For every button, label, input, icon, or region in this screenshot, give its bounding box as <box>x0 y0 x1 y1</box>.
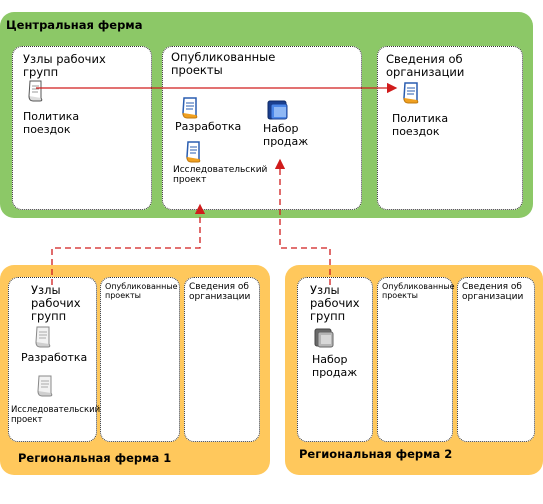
central-workgroup-nodes-title: Узлы рабочих групп <box>23 52 106 80</box>
central-farm-title: Центральная ферма <box>6 18 143 32</box>
r1-workgroup-nodes-title: Узлы рабочих групп <box>31 283 81 324</box>
regional-farm-2-title: Региональная ферма 2 <box>299 447 453 461</box>
regional-farm-1-title: Региональная ферма 1 <box>18 451 172 465</box>
r2-published-projects-title: Опубликованные проекты <box>382 282 455 301</box>
r1-published-projects-title: Опубликованные проекты <box>105 282 178 301</box>
central-sales-label: Набор продаж <box>263 122 309 148</box>
r2-sales-folder-icon <box>314 328 334 348</box>
r2-sales-label: Набор продаж <box>312 353 358 379</box>
r1-dev-label: Разработка <box>21 351 88 364</box>
central-research-label: Исследовательский проект <box>173 165 268 186</box>
published-dev-document-icon <box>182 97 198 119</box>
r2-org-info-title: Сведения об организации <box>462 282 524 303</box>
published-sales-folder-icon <box>267 100 288 120</box>
central-org-info-panel: Сведения об организации Политика поездок <box>377 46 523 210</box>
r1-org-info-title: Сведения об организации <box>189 282 251 303</box>
central-policy-document-icon <box>28 80 43 102</box>
r2-workgroup-nodes-title: Узлы рабочих групп <box>310 283 360 324</box>
r1-research-document-icon <box>37 375 53 397</box>
central-workgroup-nodes-panel: Узлы рабочих групп Политика поездок <box>12 46 152 210</box>
r1-dev-document-icon <box>35 326 51 348</box>
r2-org-info-panel: Сведения об организации <box>457 277 535 442</box>
r2-published-projects-panel: Опубликованные проекты <box>377 277 455 442</box>
org-travel-policy-label: Политика поездок <box>392 112 449 138</box>
r1-workgroup-nodes-panel: Узлы рабочих групп Разработка Исследоват… <box>8 277 101 442</box>
central-org-info-title: Сведения об организации <box>386 52 465 80</box>
published-research-document-icon <box>186 141 201 163</box>
central-travel-policy-label: Политика поездок <box>23 110 80 136</box>
central-published-projects-title: Опубликованные проекты <box>171 50 276 78</box>
r1-research-label: Исследовательский проект <box>11 405 101 425</box>
org-policy-document-icon <box>403 82 419 104</box>
r1-published-projects-panel: Опубликованные проекты <box>100 277 180 442</box>
r1-org-info-panel: Сведения об организации <box>184 277 260 442</box>
central-published-projects-panel: Опубликованные проекты Разработка Набор … <box>162 46 362 210</box>
central-dev-label: Разработка <box>175 120 242 133</box>
r2-workgroup-nodes-panel: Узлы рабочих групп Набор продаж <box>297 277 373 442</box>
